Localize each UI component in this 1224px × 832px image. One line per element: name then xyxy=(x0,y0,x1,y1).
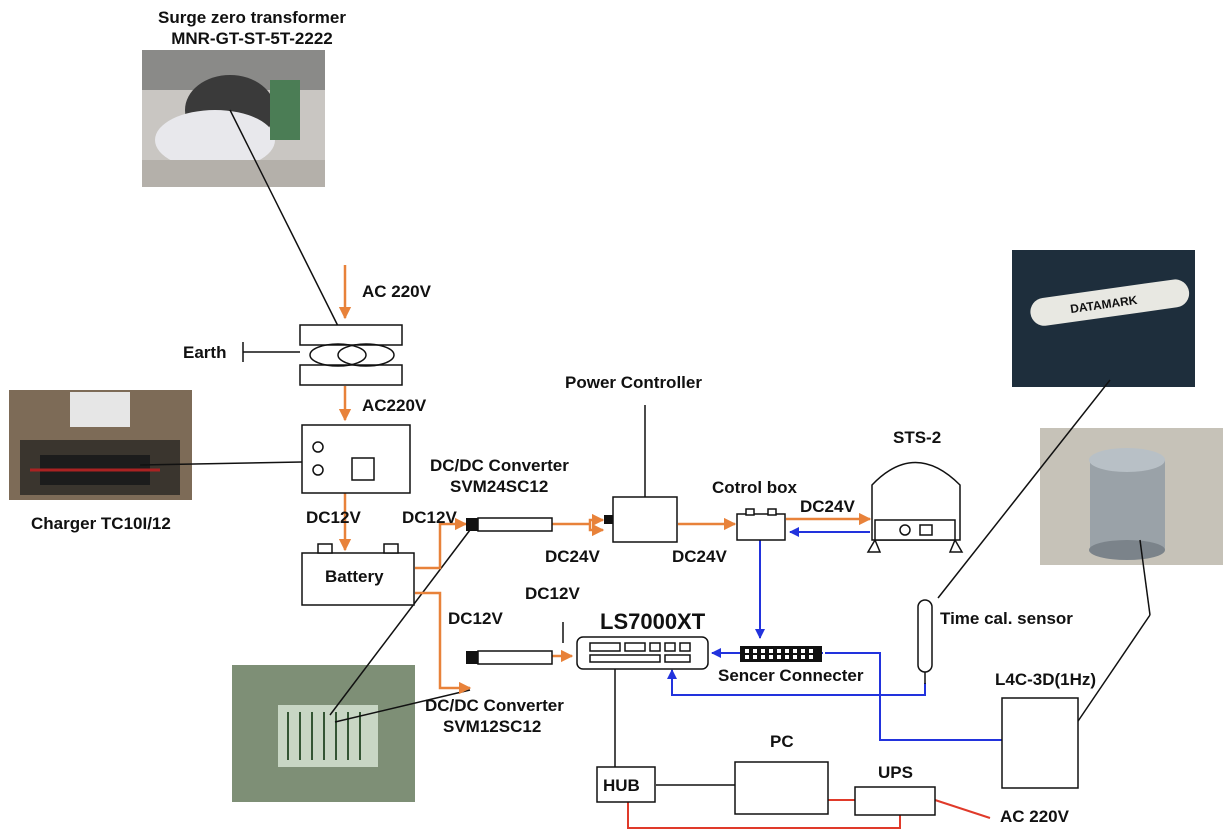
sensor-connector xyxy=(740,646,822,662)
dc24v-label-2: DC24V xyxy=(672,547,727,566)
hub-label: HUB xyxy=(603,776,640,795)
dcdc-top-label-1: DC/DC Converter xyxy=(430,456,569,475)
seismometer-photo xyxy=(1040,428,1223,565)
dcdc-converter-bottom xyxy=(466,650,553,665)
dcdc-top-label-2: SVM24SC12 xyxy=(450,477,548,496)
pc-box xyxy=(734,761,829,815)
charger-photo xyxy=(9,390,192,500)
ac-220v-top-label: AC 220V xyxy=(362,282,432,301)
leader-lines xyxy=(139,109,1151,786)
hub-box xyxy=(596,766,656,803)
ups-box xyxy=(854,786,936,816)
control-box-label: Cotrol box xyxy=(712,478,798,497)
power-controller-box xyxy=(604,496,678,543)
dc12v-conv-in-label: DC12V xyxy=(402,508,457,527)
control-box xyxy=(736,508,786,541)
battery-label: Battery xyxy=(325,567,384,586)
power-controller-label: Power Controller xyxy=(565,373,702,392)
charger-box xyxy=(301,424,411,494)
dc24v-label-3: DC24V xyxy=(800,497,855,516)
ups-label: UPS xyxy=(878,763,913,782)
power-lines xyxy=(338,265,872,695)
sts2-label: STS-2 xyxy=(893,428,941,447)
earth-label: Earth xyxy=(183,343,226,362)
dcdc-converter-top xyxy=(466,517,553,532)
ls7000xt-label: LS7000XT xyxy=(600,609,706,634)
battery-box xyxy=(301,543,415,606)
ac-220v-bottom-label: AC 220V xyxy=(1000,807,1070,826)
dc12v-lower-label-a: DC12V xyxy=(448,609,503,628)
transformer-title-2: MNR-GT-ST-5T-2222 xyxy=(171,29,333,48)
isolation-transformer xyxy=(299,324,403,386)
ac220v-mid-label: AC220V xyxy=(362,396,427,415)
sts2-seismometer xyxy=(866,461,964,553)
sensor-connector-label: Sencer Connecter xyxy=(718,666,864,685)
transformer-title-1: Surge zero transformer xyxy=(158,8,346,27)
charger-label: Charger TC10I/12 xyxy=(31,514,171,533)
dc12v-charger-label: DC12V xyxy=(306,508,361,527)
dc24v-label-1: DC24V xyxy=(545,547,600,566)
l4c-box xyxy=(1001,697,1079,789)
dcdc-bottom-label-2: SVM12SC12 xyxy=(443,717,541,736)
pc-label: PC xyxy=(770,732,794,751)
dcdc-bottom-label-1: DC/DC Converter xyxy=(425,696,564,715)
converter-board-photo xyxy=(232,665,415,802)
time-cal-sensor-label: Time cal. sensor xyxy=(940,609,1073,628)
gps-antenna-photo: DATAMARK xyxy=(1012,250,1195,387)
dc12v-lower-label-b: DC12V xyxy=(525,584,580,603)
transformer-photo xyxy=(142,50,325,187)
l4c-label: L4C-3D(1Hz) xyxy=(995,670,1096,689)
ls7000xt-recorder xyxy=(576,636,709,670)
time-cal-sensor-probe xyxy=(917,599,933,684)
ac-lines xyxy=(627,799,991,829)
